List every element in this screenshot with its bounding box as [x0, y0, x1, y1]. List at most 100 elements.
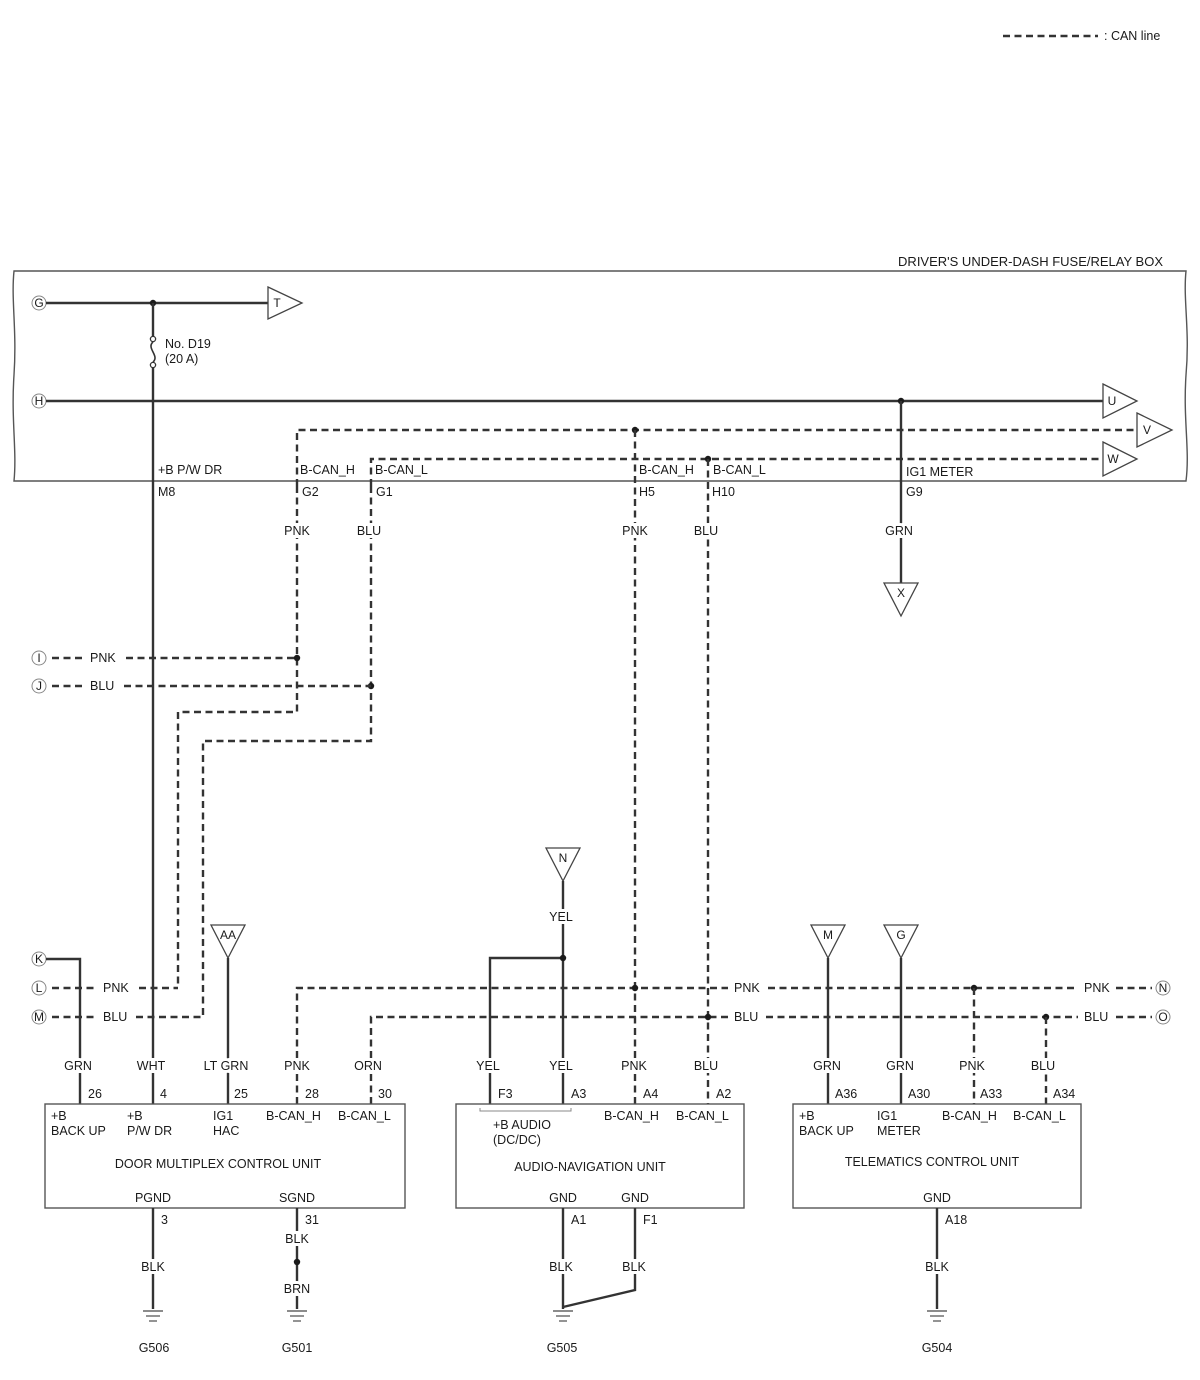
svg-text:J: J — [36, 679, 42, 693]
svg-text:+B: +B — [51, 1109, 67, 1123]
svg-text:G: G — [896, 928, 905, 942]
svg-text:H: H — [35, 394, 44, 408]
svg-text:X: X — [897, 586, 905, 600]
svg-text:PNK: PNK — [959, 1059, 985, 1073]
svg-text:B-CAN_H: B-CAN_H — [604, 1109, 659, 1123]
wire-color-label: PNK — [1084, 981, 1110, 995]
ground-icon — [143, 1310, 163, 1322]
connector-M: M — [31, 1009, 47, 1025]
svg-text:V: V — [1143, 423, 1151, 437]
svg-text:A36: A36 — [835, 1087, 857, 1101]
svg-text:PGND: PGND — [135, 1191, 171, 1205]
fusebox-pin: G1 — [376, 485, 393, 499]
connector-AA: AA — [209, 924, 247, 960]
wire-color-label: BLK — [141, 1260, 165, 1274]
svg-text:K: K — [35, 952, 43, 966]
svg-text:26: 26 — [88, 1087, 102, 1101]
svg-text:PNK: PNK — [621, 1059, 647, 1073]
wire-color-label: BLU — [357, 524, 381, 538]
wire-color-label: BLU — [734, 1010, 758, 1024]
wire-blk-gnd-f1 — [562, 1208, 637, 1309]
telematics-unit-name: TELEMATICS CONTROL UNIT — [845, 1155, 1020, 1169]
svg-text:F1: F1 — [643, 1213, 658, 1227]
wire-color-label: PNK — [622, 524, 648, 538]
svg-text:A3: A3 — [571, 1087, 586, 1101]
svg-text:W: W — [1107, 452, 1119, 466]
svg-text:B-CAN_L: B-CAN_L — [676, 1109, 729, 1123]
svg-text:B-CAN_H: B-CAN_H — [942, 1109, 997, 1123]
fuse-rating: (20 A) — [165, 352, 198, 366]
svg-text:A34: A34 — [1053, 1087, 1075, 1101]
svg-text:GND: GND — [549, 1191, 577, 1205]
svg-text:N: N — [559, 851, 568, 865]
fusebox-signal: B-CAN_H — [300, 463, 355, 477]
wire-color-label: PNK — [284, 524, 310, 538]
fusebox-signal: +B P/W DR — [158, 463, 222, 477]
wire-color-label: GRN — [885, 524, 913, 538]
junction-dot — [293, 1258, 301, 1266]
audio-pin-bracket — [479, 1108, 572, 1112]
ground-label: G501 — [282, 1341, 313, 1355]
wire-grn-K — [46, 957, 82, 1104]
svg-text:B-CAN_L: B-CAN_L — [1013, 1109, 1066, 1123]
can-h-bus-V — [295, 428, 1137, 486]
svg-text:T: T — [273, 296, 281, 310]
audio-navigation-unit — [455, 1103, 745, 1209]
can-h-bus-N — [295, 986, 728, 1104]
svg-text:IG1: IG1 — [213, 1109, 233, 1123]
junction-dot — [559, 954, 567, 962]
connector-I: I — [31, 650, 47, 666]
svg-text:BLU: BLU — [694, 1059, 718, 1073]
svg-text:YEL: YEL — [476, 1059, 500, 1073]
door-unit-pin-labels: +B BACK UP +B P/W DR IG1 HAC B-CAN_H B-C… — [51, 1109, 391, 1205]
svg-text:G: G — [34, 296, 43, 310]
ground-icon — [927, 1310, 947, 1322]
svg-text:A1: A1 — [571, 1213, 586, 1227]
ground-label: G504 — [922, 1341, 953, 1355]
svg-text:GND: GND — [621, 1191, 649, 1205]
connector-M-top: M — [809, 924, 847, 960]
connector-O: O — [1155, 1009, 1171, 1025]
audio-unit-name: AUDIO-NAVIGATION UNIT — [514, 1160, 666, 1174]
ground-label: G505 — [547, 1341, 578, 1355]
svg-text:+B: +B — [799, 1109, 815, 1123]
connector-V: V — [1136, 411, 1174, 449]
telematics-unit-pin-numbers: A36 A30 A33 A34 A18 — [835, 1087, 1075, 1227]
svg-text:M: M — [34, 1010, 44, 1024]
wire-color-label: BLU — [694, 524, 718, 538]
svg-text:LT GRN: LT GRN — [204, 1059, 249, 1073]
wire-color-label: BRN — [284, 1282, 310, 1296]
wire-color-label: BLU — [1084, 1010, 1108, 1024]
svg-text:BACK UP: BACK UP — [51, 1124, 106, 1138]
fuse-relay-box — [12, 270, 1188, 482]
can-l-bus-W — [369, 457, 1103, 486]
connector-G: G — [31, 295, 47, 311]
svg-text:BLU: BLU — [1031, 1059, 1055, 1073]
connector-W: W — [1102, 440, 1139, 478]
junction-dot — [631, 984, 639, 992]
wire-yel-branch — [488, 956, 563, 1104]
svg-text:AA: AA — [220, 928, 236, 942]
fusebox-pin: H10 — [712, 485, 735, 499]
svg-text:N: N — [1159, 981, 1168, 995]
svg-text:4: 4 — [160, 1087, 167, 1101]
connector-L: L — [31, 980, 47, 996]
unit-input-wire-colors: GRN WHT LT GRN PNK ORN YEL YEL PNK BLU G… — [61, 1056, 1058, 1076]
svg-text:31: 31 — [305, 1213, 319, 1227]
svg-text:M: M — [823, 928, 833, 942]
svg-text:A30: A30 — [908, 1087, 930, 1101]
connector-K: K — [31, 951, 47, 967]
wire-color-label: YEL — [549, 910, 573, 924]
connector-H: H — [31, 393, 47, 409]
svg-text:F3: F3 — [498, 1087, 513, 1101]
wire-color-label: BLK — [549, 1260, 573, 1274]
door-unit-name: DOOR MULTIPLEX CONTROL UNIT — [115, 1157, 322, 1171]
fusebox-signal: B-CAN_L — [375, 463, 428, 477]
wire-color-label: BLU — [90, 679, 114, 693]
fusebox-signal: IG1 METER — [906, 465, 973, 479]
svg-text:L: L — [36, 981, 43, 995]
svg-text:ORN: ORN — [354, 1059, 382, 1073]
svg-text:O: O — [1158, 1010, 1167, 1024]
svg-text:P/W DR: P/W DR — [127, 1124, 172, 1138]
